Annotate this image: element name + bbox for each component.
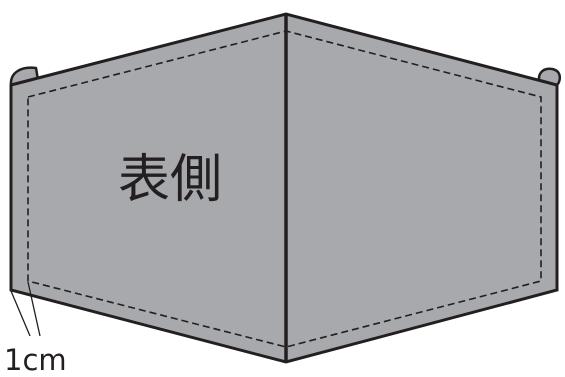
allowance-pointer-outer bbox=[11, 291, 30, 336]
seam-allowance-label: 1cm bbox=[4, 343, 67, 377]
face-side-label: 表側 bbox=[118, 150, 222, 210]
mask-panel bbox=[11, 14, 557, 362]
